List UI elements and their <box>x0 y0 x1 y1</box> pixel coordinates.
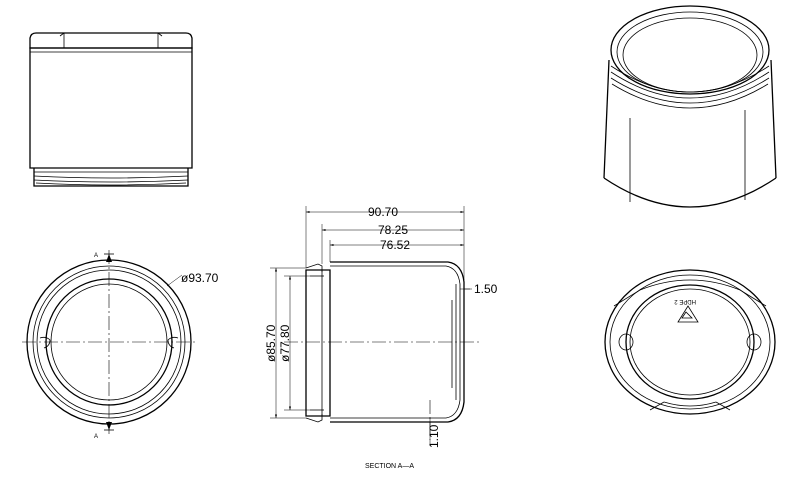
section-marker-top: A <box>94 253 98 259</box>
bottom-view <box>604 269 776 415</box>
dim-width-inner: 76.52 <box>380 238 410 252</box>
dim-width-body: 78.25 <box>378 223 408 237</box>
top-view <box>22 250 196 434</box>
front-elevation-view <box>29 32 193 187</box>
section-title: SECTION A—A <box>365 463 414 470</box>
recycle-code: HDPE 2 <box>674 298 696 304</box>
dim-base-thickness: 1.10 <box>427 424 441 448</box>
dim-diameter-outer: ø85.70 <box>264 324 278 362</box>
dim-wall-top: 1.50 <box>474 282 498 296</box>
outer-diameter-label: ø93.70 <box>181 271 219 285</box>
section-dimensions <box>270 206 472 446</box>
dim-diameter-inner: ø77.80 <box>278 324 292 362</box>
isometric-view-open <box>603 5 777 208</box>
dim-width-overall: 90.70 <box>368 205 398 219</box>
section-marker-bottom: A <box>94 434 98 440</box>
section-view <box>284 261 480 440</box>
